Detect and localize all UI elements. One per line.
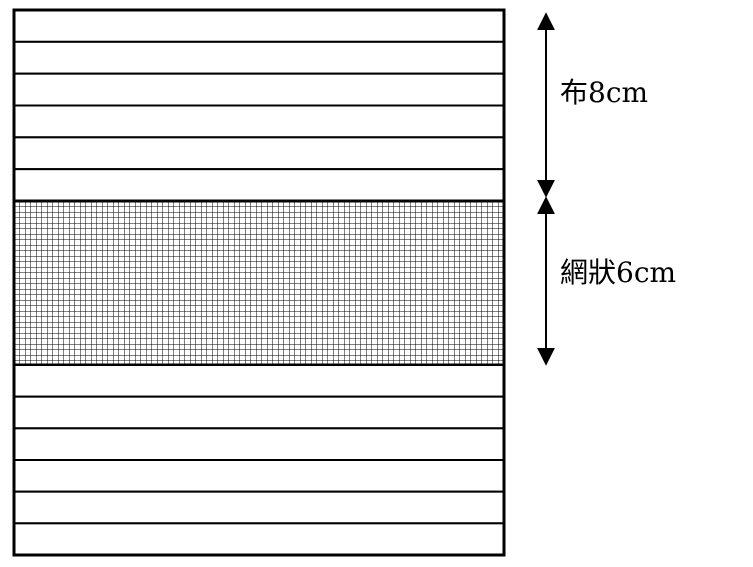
cloth-top-stripe-6 <box>13 168 505 203</box>
cloth-dimension-label: 布8cm <box>560 76 648 109</box>
cloth-bottom-stripe-6 <box>13 522 505 556</box>
cloth-section-top <box>13 9 505 203</box>
mesh-section <box>12 199 506 367</box>
cloth-top-stripe-5 <box>13 136 505 171</box>
cloth-bottom-stripe-3 <box>13 427 505 462</box>
cloth-top-stripe-1 <box>13 9 505 43</box>
cloth-bottom-stripe-5 <box>13 490 505 525</box>
cloth-bottom-stripe-1 <box>13 364 505 398</box>
cloth-top-stripe-3 <box>13 72 505 107</box>
fabric-outline <box>12 8 506 557</box>
mesh-dimension-label: 網狀6cm <box>560 256 676 289</box>
cloth-bottom-stripe-4 <box>13 459 505 493</box>
cloth-section-bottom <box>13 364 505 556</box>
cloth-top-stripe-4 <box>13 104 505 139</box>
cloth-bottom-stripe-2 <box>13 395 505 430</box>
cloth-top-stripe-2 <box>13 40 505 75</box>
